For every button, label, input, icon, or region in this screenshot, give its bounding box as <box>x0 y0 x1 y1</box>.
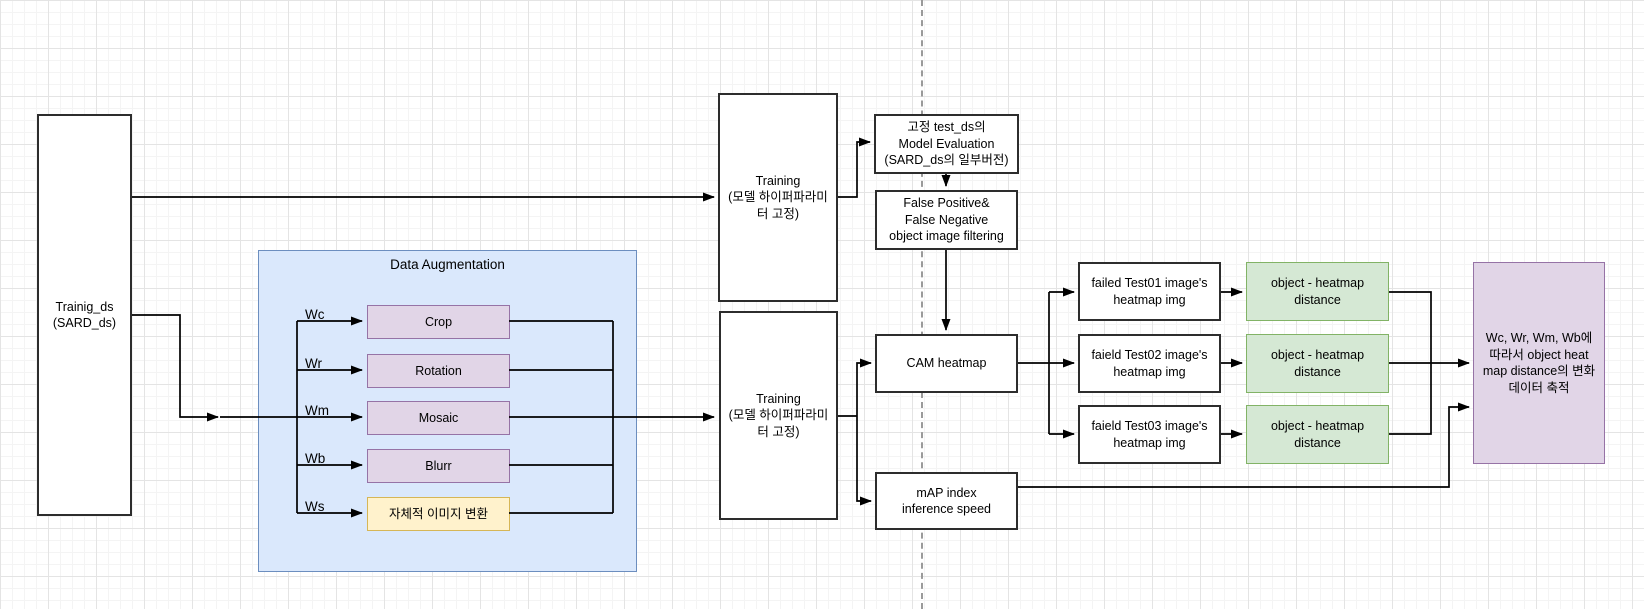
node-training-top[interactable]: Training (모델 하이퍼파라미 터 고정) <box>718 93 838 302</box>
node-distance-1[interactable]: object - heatmap distance <box>1246 262 1389 321</box>
node-cam-heatmap[interactable]: CAM heatmap <box>875 334 1018 393</box>
node-mosaic-label: Mosaic <box>418 410 459 425</box>
node-distance-1-label: object - heatmap distance <box>1270 276 1365 307</box>
node-accumulation-label: Wc, Wr, Wm, Wb에 따라서 object heat map dist… <box>1482 331 1596 395</box>
group-data-augmentation-title: Data Augmentation <box>390 257 505 272</box>
node-map-index[interactable]: mAP index inference speed <box>875 472 1018 530</box>
dashed-page-divider <box>921 0 923 609</box>
node-distance-3[interactable]: object - heatmap distance <box>1246 405 1389 464</box>
node-distance-2[interactable]: object - heatmap distance <box>1246 334 1389 393</box>
node-rotation-label: Rotation <box>415 363 462 378</box>
node-accumulation[interactable]: Wc, Wr, Wm, Wb에 따라서 object heat map dist… <box>1473 262 1605 464</box>
node-test03-heatmap-img[interactable]: faield Test03 image's heatmap img <box>1078 405 1221 464</box>
node-map-index-label: mAP index inference speed <box>902 485 991 517</box>
node-training-ds-label: Trainig_ds (SARD_ds) <box>52 299 117 331</box>
edge-label-ws[interactable]: Ws <box>305 499 325 514</box>
edge-label-wm[interactable]: Wm <box>305 403 329 418</box>
node-mosaic[interactable]: Mosaic <box>367 401 510 435</box>
node-self-image-transform[interactable]: 자체적 이미지 변환 <box>367 497 510 531</box>
node-test01-heatmap-img-label: failed Test01 image's heatmap img <box>1091 276 1208 307</box>
node-blurr[interactable]: Blurr <box>367 449 510 483</box>
node-model-evaluation-label: 고정 test_ds의 Model Evaluation (SARD_ds의 일… <box>884 120 1009 168</box>
node-training-bottom-label: Training (모델 하이퍼파라미 터 고정) <box>728 391 829 439</box>
node-fp-fn-filtering-label: False Positive& False Negative object im… <box>889 196 1004 244</box>
node-training-ds[interactable]: Trainig_ds (SARD_ds) <box>37 114 132 516</box>
node-distance-2-label: object - heatmap distance <box>1270 348 1365 379</box>
group-data-augmentation[interactable]: Data Augmentation Wc Wr Wm Wb Ws Crop Ro… <box>258 250 637 572</box>
node-test03-heatmap-img-label: faield Test03 image's heatmap img <box>1091 419 1208 450</box>
node-cam-heatmap-label: CAM heatmap <box>906 356 987 371</box>
edge-label-wr[interactable]: Wr <box>305 356 322 371</box>
node-crop-label: Crop <box>424 314 453 329</box>
node-training-top-label: Training (모델 하이퍼파라미 터 고정) <box>728 173 828 221</box>
node-rotation[interactable]: Rotation <box>367 354 510 388</box>
node-blurr-label: Blurr <box>425 458 452 473</box>
node-test02-heatmap-img[interactable]: faield Test02 image's heatmap img <box>1078 334 1221 393</box>
node-training-bottom[interactable]: Training (모델 하이퍼파라미 터 고정) <box>719 311 838 520</box>
node-test02-heatmap-img-label: faield Test02 image's heatmap img <box>1091 348 1208 379</box>
node-fp-fn-filtering[interactable]: False Positive& False Negative object im… <box>875 190 1018 250</box>
node-distance-3-label: object - heatmap distance <box>1270 419 1365 450</box>
edge-label-wb[interactable]: Wb <box>305 451 326 466</box>
node-model-evaluation[interactable]: 고정 test_ds의 Model Evaluation (SARD_ds의 일… <box>874 114 1019 174</box>
node-self-image-transform-label: 자체적 이미지 변환 <box>389 506 488 521</box>
edge-label-wc[interactable]: Wc <box>305 307 325 322</box>
node-crop[interactable]: Crop <box>367 305 510 339</box>
node-test01-heatmap-img[interactable]: failed Test01 image's heatmap img <box>1078 262 1221 321</box>
